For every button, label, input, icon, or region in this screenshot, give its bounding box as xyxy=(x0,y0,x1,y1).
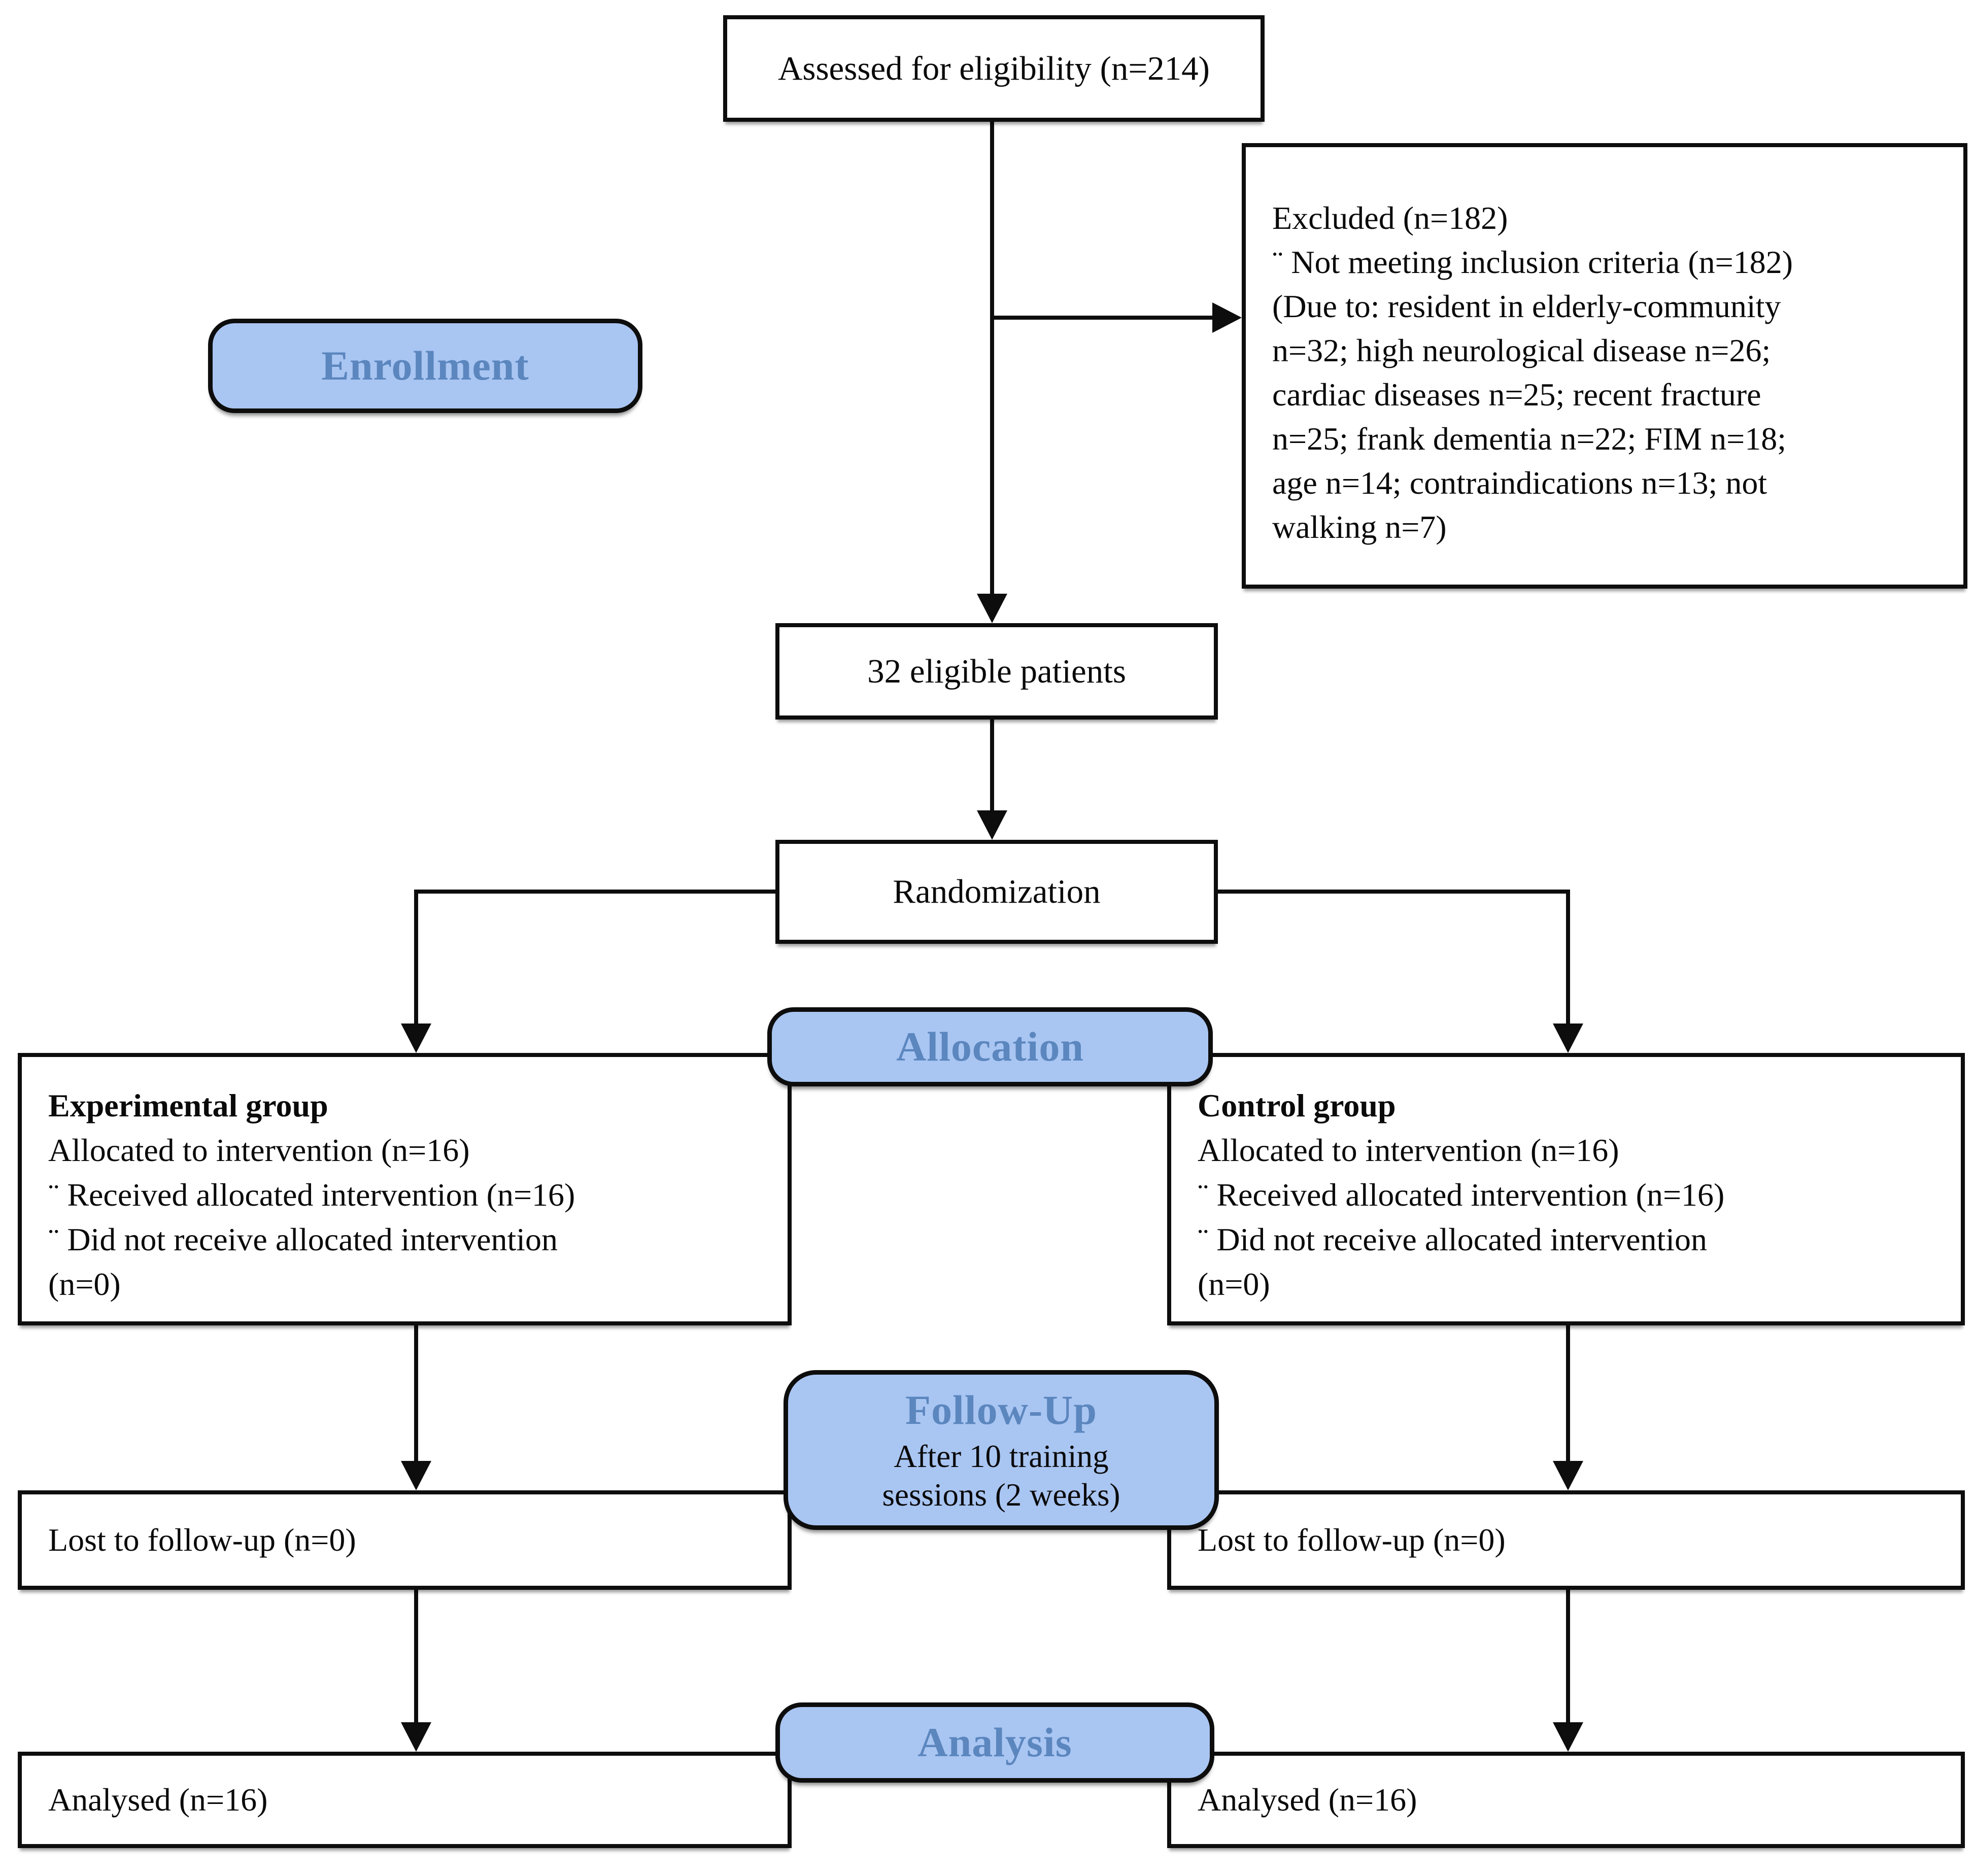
text-line: ¨ Did not receive allocated intervention xyxy=(48,1221,558,1257)
connector-lost-to-analysed-left xyxy=(414,1590,418,1724)
allocation-stage-label: Allocation xyxy=(896,1024,1084,1070)
lost-followup-right-box: Lost to follow-up (n=0) xyxy=(1167,1490,1965,1590)
experimental-group-lines: Allocated to intervention (n=16) ¨ Receiv… xyxy=(48,1128,767,1307)
analysed-left-box: Analysed (n=16) xyxy=(18,1752,792,1848)
arrowhead-excluded xyxy=(1212,302,1242,333)
text-line: age n=14; contraindications n=13; not xyxy=(1272,465,1767,501)
text-line: n=32; high neurological disease n=26; xyxy=(1272,332,1771,368)
text-line: (Due to: resident in elderly-community xyxy=(1272,288,1781,324)
connector-randomization-left xyxy=(414,890,775,894)
allocation-stage-pill: Allocation xyxy=(767,1007,1213,1086)
excluded-box: Excluded (n=182) ¨ Not meeting inclusion … xyxy=(1242,143,1967,589)
arrowhead-analysed-left xyxy=(401,1722,431,1752)
analysis-stage-pill: Analysis xyxy=(775,1702,1214,1783)
eligible-text: 32 eligible patients xyxy=(867,652,1126,690)
text-line: ¨ Did not receive allocated intervention xyxy=(1198,1221,1708,1257)
lost-followup-left-text: Lost to follow-up (n=0) xyxy=(48,1522,356,1558)
connector-branch-to-excluded xyxy=(990,316,1212,320)
text-line: ¨ Received allocated intervention (n=16) xyxy=(1198,1177,1725,1213)
text-line: (n=0) xyxy=(48,1266,121,1302)
experimental-group-title: Experimental group xyxy=(48,1087,328,1123)
connector-assessed-to-eligible xyxy=(990,122,994,596)
connector-drop-experimental xyxy=(414,890,418,1026)
lost-followup-right-text: Lost to follow-up (n=0) xyxy=(1198,1522,1506,1558)
analysed-left-text: Analysed (n=16) xyxy=(48,1782,268,1818)
connector-experimental-to-lost xyxy=(414,1325,418,1463)
assessed-box: Assessed for eligibility (n=214) xyxy=(723,15,1265,122)
randomization-text: Randomization xyxy=(893,873,1101,910)
arrowhead-eligible xyxy=(977,594,1007,623)
arrowhead-experimental xyxy=(401,1024,431,1053)
followup-stage-label: Follow-Up xyxy=(905,1386,1097,1433)
arrowhead-randomization xyxy=(977,810,1007,840)
text-line: Excluded (n=182) xyxy=(1272,200,1508,236)
arrowhead-control xyxy=(1553,1024,1583,1053)
arrowhead-analysed-right xyxy=(1553,1722,1583,1752)
text-line: Allocated to intervention (n=16) xyxy=(48,1132,470,1168)
experimental-group-box: Experimental group Allocated to interven… xyxy=(18,1053,792,1325)
text-line: ¨ Received allocated intervention (n=16) xyxy=(48,1177,575,1213)
connector-eligible-to-randomization xyxy=(990,718,994,812)
arrowhead-lost-left xyxy=(401,1461,431,1490)
analysed-right-text: Analysed (n=16) xyxy=(1198,1782,1417,1818)
control-group-lines: Allocated to intervention (n=16) ¨ Receiv… xyxy=(1198,1128,1941,1307)
text-line: Allocated to intervention (n=16) xyxy=(1198,1132,1619,1168)
text-line: walking n=7) xyxy=(1272,509,1447,545)
text-line: (n=0) xyxy=(1198,1266,1270,1302)
lost-followup-left-box: Lost to follow-up (n=0) xyxy=(18,1490,792,1590)
analysed-right-box: Analysed (n=16) xyxy=(1167,1752,1965,1848)
connector-lost-to-analysed-right xyxy=(1566,1590,1570,1724)
text-line: n=25; frank dementia n=22; FIM n=18; xyxy=(1272,421,1787,457)
connector-randomization-right xyxy=(1218,890,1570,894)
text-line: cardiac diseases n=25; recent fracture xyxy=(1272,377,1761,413)
assessed-text: Assessed for eligibility (n=214) xyxy=(778,49,1210,87)
text-line: sessions (2 weeks) xyxy=(882,1477,1120,1513)
enrollment-stage-pill: Enrollment xyxy=(208,319,642,413)
connector-drop-control xyxy=(1566,890,1570,1026)
text-line: After 10 training xyxy=(894,1438,1109,1474)
randomization-box: Randomization xyxy=(775,840,1218,944)
arrowhead-lost-right xyxy=(1553,1461,1583,1490)
text-line: ¨ Not meeting inclusion criteria (n=182) xyxy=(1272,244,1793,280)
eligible-box: 32 eligible patients xyxy=(775,623,1218,720)
control-group-title: Control group xyxy=(1198,1087,1396,1123)
analysis-stage-label: Analysis xyxy=(917,1719,1072,1765)
enrollment-stage-label: Enrollment xyxy=(321,343,529,389)
connector-control-to-lost xyxy=(1566,1325,1570,1463)
control-group-box: Control group Allocated to intervention … xyxy=(1167,1053,1965,1325)
